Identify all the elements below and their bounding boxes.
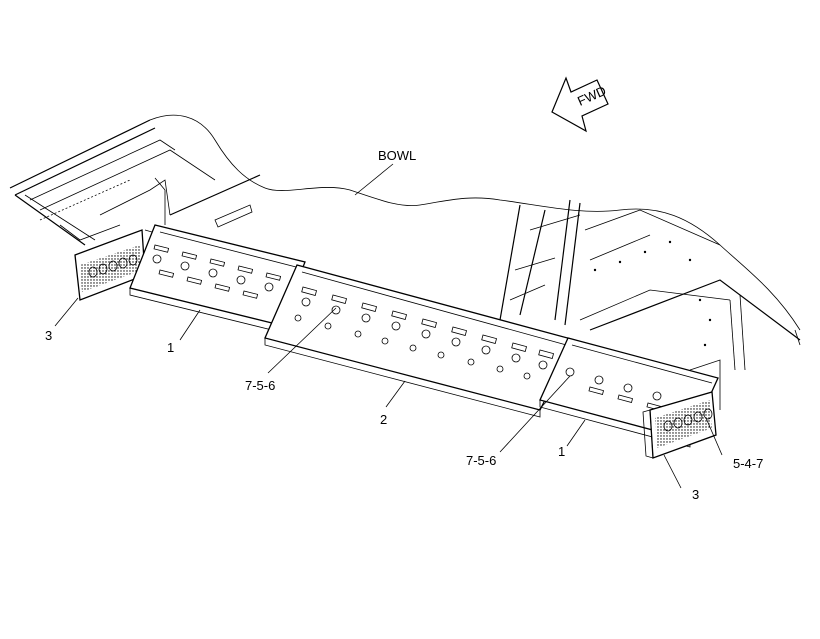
callout-part-2: 2: [380, 412, 387, 427]
callout-part-3-left: 3: [45, 328, 52, 343]
leader-part-1-left: [179, 309, 201, 341]
callout-hardware-left: 7-5-6: [245, 378, 275, 393]
rivet-dots: [593, 240, 712, 347]
leader-part-1-right: [566, 419, 586, 447]
step-center: [264, 264, 576, 418]
bowl-leader: [354, 163, 394, 196]
fwd-arrow: FWD: [551, 76, 609, 133]
slots-left-step: [152, 244, 282, 299]
bolt-row-right: [663, 408, 713, 432]
slots-center-step: [294, 286, 555, 380]
callout-part-1-left: 1: [167, 340, 174, 355]
end-plate-right: [642, 391, 717, 459]
bowl-body: [9, 114, 801, 410]
leader-part-2: [385, 380, 406, 408]
callout-part-1-right: 1: [558, 444, 565, 459]
leader-hardware-center: [499, 375, 571, 453]
callout-hardware-right: 5-4-7: [733, 456, 763, 471]
callout-part-3-right: 3: [692, 487, 699, 502]
leader-part-3-left: [54, 297, 79, 327]
bowl-label: BOWL: [378, 148, 416, 163]
bolt-row-left: [88, 254, 138, 278]
leader-hardware-right: [705, 417, 723, 456]
leader-hardware-left: [267, 307, 337, 374]
leader-part-3-right: [663, 454, 682, 489]
fwd-label: FWD: [575, 83, 608, 109]
callout-hardware-center: 7-5-6: [466, 453, 496, 468]
leader-lines: [54, 297, 723, 489]
